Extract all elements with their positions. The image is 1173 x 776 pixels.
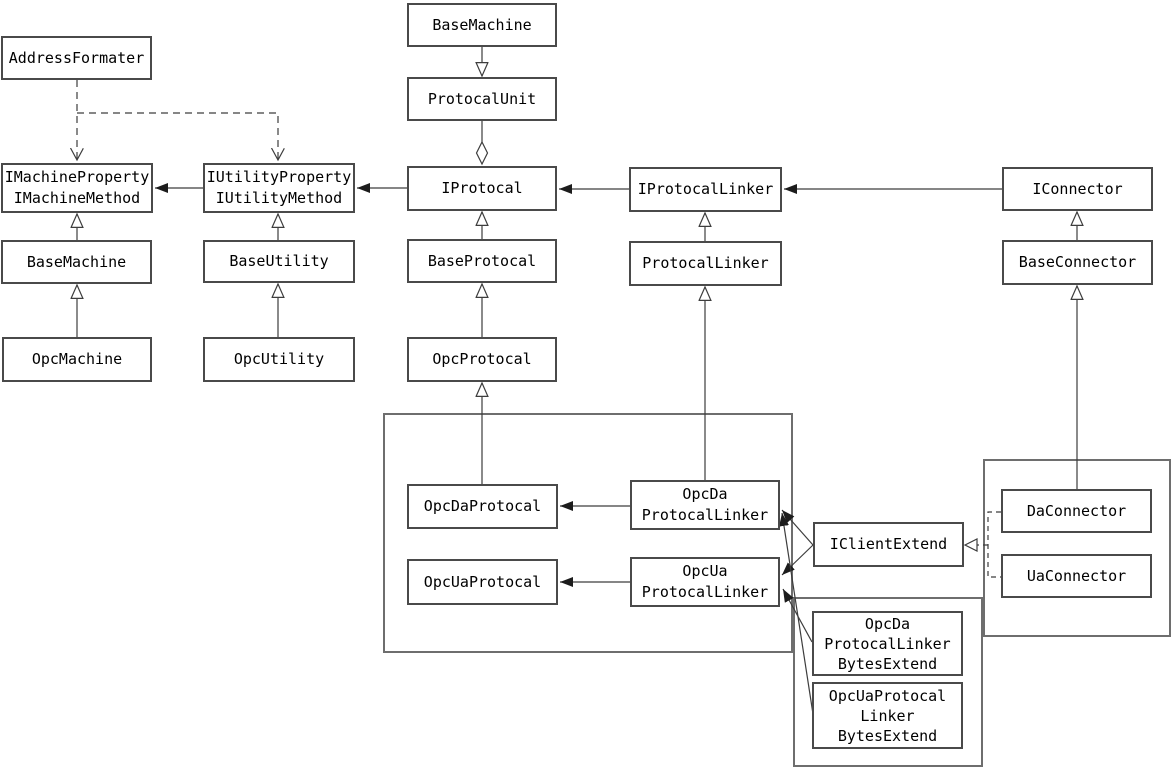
realization-triangle-icon bbox=[963, 538, 978, 552]
class-box-opcuaprotocallinker: OpcUa ProtocalLinker bbox=[630, 557, 780, 607]
edge-opcuabytes-to-opcdalinker bbox=[779, 512, 814, 715]
class-label: BaseProtocal bbox=[427, 251, 537, 270]
class-label: ProtocalLinker bbox=[824, 634, 951, 653]
class-box-addressformater: AddressFormater bbox=[1, 36, 152, 80]
class-box-iprotocallinker: IProtocalLinker bbox=[629, 167, 782, 212]
class-label: IProtocalLinker bbox=[637, 180, 774, 198]
class-label: DaConnector bbox=[1026, 501, 1127, 520]
group-opc-protocal-linker bbox=[383, 413, 793, 653]
class-label: BaseMachine bbox=[26, 252, 127, 271]
class-label: OpcDa bbox=[864, 614, 911, 633]
class-box-iutilityproperty-iutilitymethod: IUtilityProperty IUtilityMethod bbox=[203, 163, 355, 213]
class-label: UaConnector bbox=[1026, 566, 1127, 585]
class-label: Linker bbox=[860, 706, 915, 725]
class-box-baseconnector: BaseConnector bbox=[1002, 240, 1153, 285]
class-box-protocalunit: ProtocalUnit bbox=[407, 77, 557, 121]
class-box-daconnector: DaConnector bbox=[1001, 489, 1152, 533]
class-box-basemachine-top: BaseMachine bbox=[407, 3, 557, 47]
class-box-imachineproperty-imachinemethod: IMachineProperty IMachineMethod bbox=[1, 163, 153, 213]
class-box-opcuaprotocal: OpcUaProtocal bbox=[407, 559, 558, 605]
class-box-protocallinker: ProtocalLinker bbox=[629, 241, 782, 286]
aggregation-diamond-icon bbox=[475, 140, 489, 166]
class-label: OpcDa bbox=[682, 485, 728, 503]
class-box-opcutility: OpcUtility bbox=[203, 337, 355, 382]
class-box-opcprotocal: OpcProtocal bbox=[407, 337, 557, 382]
class-label: OpcUaProtocal bbox=[423, 572, 542, 591]
class-label: BaseConnector bbox=[1018, 253, 1137, 271]
class-label: OpcProtocal bbox=[432, 350, 532, 368]
class-label: IClientExtend bbox=[829, 535, 948, 553]
class-label: IProtocal bbox=[441, 179, 523, 197]
class-label: IUtilityMethod bbox=[215, 189, 343, 207]
class-label: OpcDaProtocal bbox=[423, 497, 542, 515]
class-label: ProtocalUnit bbox=[427, 89, 537, 108]
group-bytes-extend bbox=[793, 597, 983, 767]
class-box-iprotocal: IProtocal bbox=[407, 166, 557, 211]
edge-connectors-realize-stub bbox=[987, 511, 1001, 578]
class-box-iclientextend: IClientExtend bbox=[813, 522, 964, 567]
class-label: IUtilityProperty bbox=[206, 168, 352, 186]
edge-iclientextend-to-opcualinker bbox=[781, 544, 814, 576]
class-label: AddressFormater bbox=[8, 48, 145, 67]
class-label: BaseMachine bbox=[432, 15, 532, 34]
class-box-opcuaprotocallinkerbytesextend: OpcUaProtocal Linker BytesExtend bbox=[812, 682, 963, 749]
class-box-opcmachine: OpcMachine bbox=[2, 337, 152, 382]
class-box-opcdaprotocallinker: OpcDa ProtocalLinker bbox=[630, 480, 780, 530]
class-label: IConnector bbox=[1032, 179, 1123, 198]
class-label: OpcMachine bbox=[31, 350, 123, 368]
class-box-uaconnector: UaConnector bbox=[1001, 554, 1152, 598]
class-label: IMachineProperty bbox=[4, 168, 150, 186]
class-label: BytesExtend bbox=[837, 726, 938, 745]
class-label: ProtocalLinker bbox=[642, 254, 769, 272]
class-label: ProtocalLinker bbox=[641, 583, 769, 601]
class-label: OpcUtility bbox=[233, 350, 325, 368]
class-label: ProtocalLinker bbox=[641, 506, 769, 524]
class-box-baseutility: BaseUtility bbox=[203, 240, 355, 283]
edge-addressformater-to-iutility bbox=[77, 112, 278, 160]
class-box-basemachine-left: BaseMachine bbox=[1, 240, 152, 284]
class-label: IMachineMethod bbox=[13, 189, 141, 207]
class-box-opcdaprotocallinkerbytesextend: OpcDa ProtocalLinker BytesExtend bbox=[812, 611, 963, 676]
class-label: OpcUaProtocal bbox=[828, 686, 947, 705]
class-box-opcdaprotocal: OpcDaProtocal bbox=[407, 484, 558, 529]
class-label: BaseUtility bbox=[229, 252, 329, 270]
class-box-iconnector: IConnector bbox=[1002, 167, 1153, 211]
class-label: BytesExtend bbox=[837, 654, 938, 673]
class-label: OpcUa bbox=[682, 562, 728, 580]
class-box-baseprotocal: BaseProtocal bbox=[407, 239, 557, 283]
